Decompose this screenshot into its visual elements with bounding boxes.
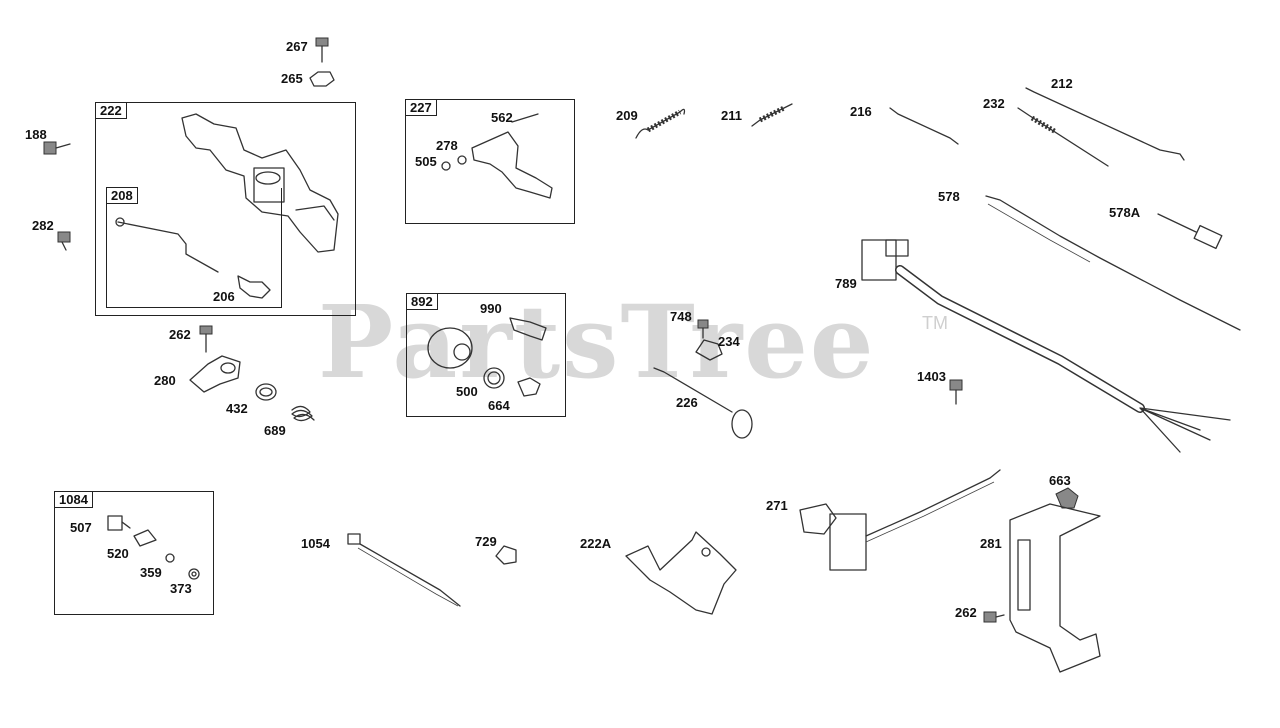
group-box-892: 892 <box>406 293 566 417</box>
callout-500[interactable]: 500 <box>456 384 478 399</box>
callout-216[interactable]: 216 <box>850 104 872 119</box>
part-432-ring[interactable] <box>255 383 277 401</box>
part-689-spring[interactable] <box>291 405 315 422</box>
part-282-bolt[interactable] <box>57 231 71 251</box>
part-188-bolt[interactable] <box>43 141 71 155</box>
callout-729[interactable]: 729 <box>475 534 497 549</box>
callout-212[interactable]: 212 <box>1051 76 1073 91</box>
callout-262-lower[interactable]: 262 <box>955 605 977 620</box>
group-label-222: 222 <box>95 102 127 119</box>
part-789-harness[interactable] <box>861 239 1231 453</box>
callout-562[interactable]: 562 <box>491 110 513 125</box>
callout-280[interactable]: 280 <box>154 373 176 388</box>
part-222-bracket[interactable] <box>181 113 339 253</box>
part-748-screw[interactable] <box>697 319 709 339</box>
callout-520[interactable]: 520 <box>107 546 129 561</box>
callout-432[interactable]: 432 <box>226 401 248 416</box>
callout-748[interactable]: 748 <box>670 309 692 324</box>
part-208-link[interactable] <box>115 217 219 273</box>
part-227-bracket[interactable] <box>441 113 553 199</box>
group-box-1084: 1084 <box>54 491 214 615</box>
part-271-throttle[interactable] <box>799 469 1001 571</box>
group-label-208: 208 <box>106 187 138 204</box>
trademark-mark: TM <box>922 313 948 333</box>
part-663-knob[interactable] <box>1055 487 1079 509</box>
callout-664[interactable]: 664 <box>488 398 510 413</box>
part-206-knob[interactable] <box>237 275 271 299</box>
group-box-227: 227 <box>405 99 575 224</box>
part-507[interactable] <box>107 515 131 531</box>
part-1054-cable-tie[interactable] <box>347 533 461 607</box>
callout-267[interactable]: 267 <box>286 39 308 54</box>
callout-234[interactable]: 234 <box>718 334 740 349</box>
callout-663[interactable]: 663 <box>1049 473 1071 488</box>
part-729-clip[interactable] <box>495 545 517 565</box>
callout-211[interactable]: 211 <box>721 108 742 123</box>
group-box-222: 222 <box>95 102 356 316</box>
callout-689[interactable]: 689 <box>264 423 286 438</box>
callout-359[interactable]: 359 <box>140 565 162 580</box>
callout-373[interactable]: 373 <box>170 581 192 596</box>
part-234-clip[interactable] <box>695 339 723 361</box>
callout-578A[interactable]: 578A <box>1109 205 1141 220</box>
part-265-clip[interactable] <box>309 71 335 87</box>
part-520[interactable] <box>133 529 157 547</box>
group-label-892: 892 <box>406 293 438 310</box>
group-label-227: 227 <box>405 99 437 116</box>
part-359[interactable] <box>165 553 175 563</box>
part-281-bracket[interactable] <box>1009 503 1101 673</box>
part-373[interactable] <box>188 568 200 580</box>
group-box-208: 208 <box>106 187 282 308</box>
callout-282[interactable]: 282 <box>32 218 54 233</box>
callout-206[interactable]: 206 <box>213 289 235 304</box>
part-226-rod[interactable] <box>653 367 753 439</box>
part-1403-bolt[interactable] <box>949 379 963 405</box>
part-211-spring[interactable] <box>751 103 793 127</box>
callout-278[interactable]: 278 <box>436 138 458 153</box>
callout-507[interactable]: 507 <box>70 520 92 535</box>
part-892-ignition[interactable] <box>427 317 547 397</box>
callout-1403[interactable]: 1403 <box>917 369 946 384</box>
part-262-bolt-lower[interactable] <box>983 611 1005 623</box>
callout-271[interactable]: 271 <box>766 498 788 513</box>
part-222A-bracket[interactable] <box>625 531 737 615</box>
callout-281[interactable]: 281 <box>980 536 1002 551</box>
callout-578[interactable]: 578 <box>938 189 960 204</box>
callout-789[interactable]: 789 <box>835 276 857 291</box>
part-578A-connector[interactable] <box>1157 213 1223 250</box>
part-212-rod[interactable] <box>1025 87 1185 161</box>
callout-990[interactable]: 990 <box>480 301 502 316</box>
part-267-screw[interactable] <box>315 37 329 63</box>
group-label-1084: 1084 <box>54 491 93 508</box>
part-578-harness[interactable] <box>985 195 1241 331</box>
callout-188[interactable]: 188 <box>25 127 47 142</box>
callout-505[interactable]: 505 <box>415 154 437 169</box>
part-280-bracket[interactable] <box>189 355 241 393</box>
callout-1054[interactable]: 1054 <box>301 536 330 551</box>
callout-265[interactable]: 265 <box>281 71 303 86</box>
callout-222A[interactable]: 222A <box>580 536 612 551</box>
part-262-bolt[interactable] <box>199 325 213 353</box>
part-209-spring[interactable] <box>635 108 686 139</box>
part-216-rod[interactable] <box>889 107 959 145</box>
callout-226[interactable]: 226 <box>676 395 698 410</box>
part-232-spring-rod[interactable] <box>1017 107 1109 167</box>
callout-232[interactable]: 232 <box>983 96 1005 111</box>
callout-209[interactable]: 209 <box>616 108 638 123</box>
callout-262[interactable]: 262 <box>169 327 191 342</box>
